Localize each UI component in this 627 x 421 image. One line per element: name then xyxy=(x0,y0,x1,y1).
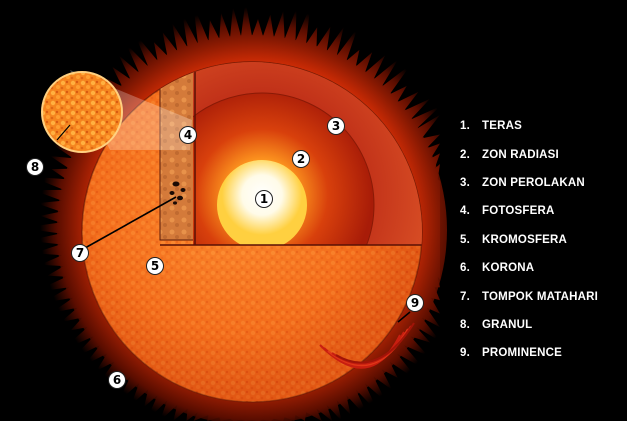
legend-label: ZON PEROLAKAN xyxy=(482,177,585,189)
legend-item: 5.KROMOSFERA xyxy=(460,226,625,254)
callout-core: 1 xyxy=(255,190,273,208)
callout-corona: 6 xyxy=(108,371,126,389)
legend-number: 9. xyxy=(460,347,482,359)
legend-number: 6. xyxy=(460,262,482,274)
legend-number: 5. xyxy=(460,234,482,246)
legend-item: 3.ZON PEROLAKAN xyxy=(460,169,625,197)
legend-item: 7.TOMPOK MATAHARI xyxy=(460,282,625,310)
legend-label: TERAS xyxy=(482,120,522,132)
granule-magnifier xyxy=(42,72,122,152)
legend-number: 8. xyxy=(460,319,482,331)
legend-item: 4.FOTOSFERA xyxy=(460,197,625,225)
legend-number: 2. xyxy=(460,149,482,161)
legend-number: 1. xyxy=(460,120,482,132)
legend-item: 1.TERAS xyxy=(460,112,625,140)
legend-label: KORONA xyxy=(482,262,534,274)
legend-number: 4. xyxy=(460,205,482,217)
legend: 1.TERAS 2.ZON RADIASI 3.ZON PEROLAKAN 4.… xyxy=(460,112,625,368)
callout-prominence: 9 xyxy=(406,294,424,312)
legend-item: 2.ZON RADIASI xyxy=(460,140,625,168)
callout-photosphere: 4 xyxy=(179,126,197,144)
legend-label: TOMPOK MATAHARI xyxy=(482,291,598,303)
legend-label: GRANUL xyxy=(482,319,532,331)
legend-label: FOTOSFERA xyxy=(482,205,555,217)
callout-chromosphere: 5 xyxy=(146,257,164,275)
legend-item: 6.KORONA xyxy=(460,254,625,282)
legend-label: KROMOSFERA xyxy=(482,234,567,246)
legend-item: 9.PROMINENCE xyxy=(460,339,625,367)
callout-sunspot: 7 xyxy=(71,244,89,262)
legend-label: PROMINENCE xyxy=(482,347,562,359)
callout-radiative-zone: 2 xyxy=(292,150,310,168)
legend-label: ZON RADIASI xyxy=(482,149,559,161)
legend-item: 8.GRANUL xyxy=(460,311,625,339)
legend-number: 7. xyxy=(460,291,482,303)
callout-granule: 8 xyxy=(26,158,44,176)
legend-number: 3. xyxy=(460,177,482,189)
callout-convective-zone: 3 xyxy=(327,117,345,135)
